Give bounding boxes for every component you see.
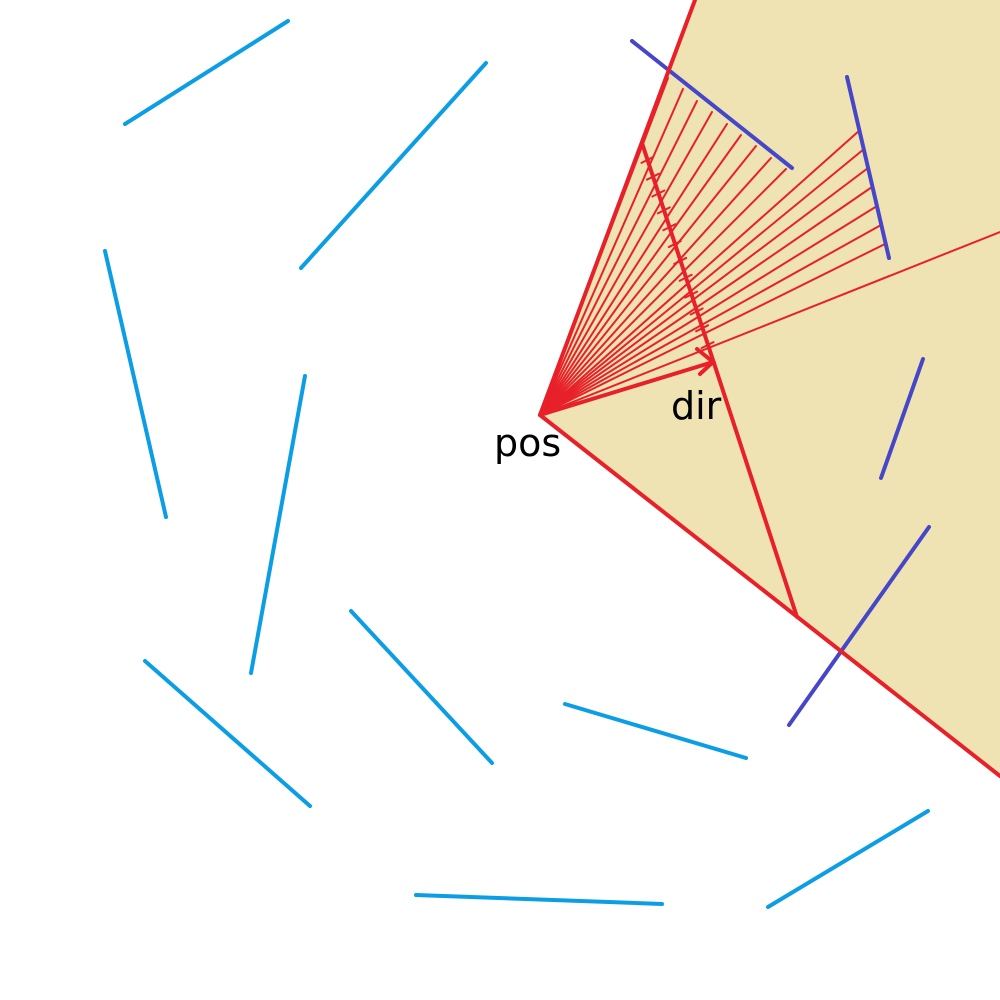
ray [539, 224, 882, 416]
fov-right-edge [538, 413, 1000, 778]
ray [539, 148, 865, 416]
dir-label: dir [671, 384, 722, 428]
wall-segment [766, 809, 930, 909]
direction-vector [538, 360, 715, 417]
ray [539, 145, 757, 416]
ray [539, 231, 1000, 416]
wall-segment-visible [845, 75, 891, 260]
wall-segment [123, 19, 290, 126]
wall-segment-visible [787, 525, 931, 727]
ray [539, 88, 684, 416]
wall-segment [349, 609, 494, 765]
wall-segment [414, 893, 664, 906]
field-of-view-area [540, 0, 1000, 776]
ray [539, 168, 787, 416]
wall-segment-visible [879, 357, 925, 480]
wall-segment [249, 374, 307, 675]
ray [539, 100, 698, 416]
ray [539, 167, 869, 416]
wall-segment [143, 659, 312, 808]
fov-left-edge [538, 0, 697, 417]
ray [539, 123, 728, 416]
camera-plane [640, 141, 799, 619]
ray [539, 205, 878, 416]
fov-boundary [538, 0, 1000, 778]
hidden-wall-segments [103, 19, 930, 909]
pos-label: pos [494, 421, 561, 465]
ray [539, 129, 861, 416]
wall-segment-visible [630, 39, 794, 170]
ray [539, 134, 742, 416]
ray [539, 111, 713, 416]
wall-segment [103, 249, 168, 519]
visible-wall-segments [630, 39, 931, 727]
wall-segment [299, 61, 488, 270]
ray [539, 186, 873, 416]
direction-arrowhead [695, 347, 717, 376]
ray [539, 157, 772, 416]
ray [539, 243, 886, 416]
wall-segment [563, 702, 748, 760]
